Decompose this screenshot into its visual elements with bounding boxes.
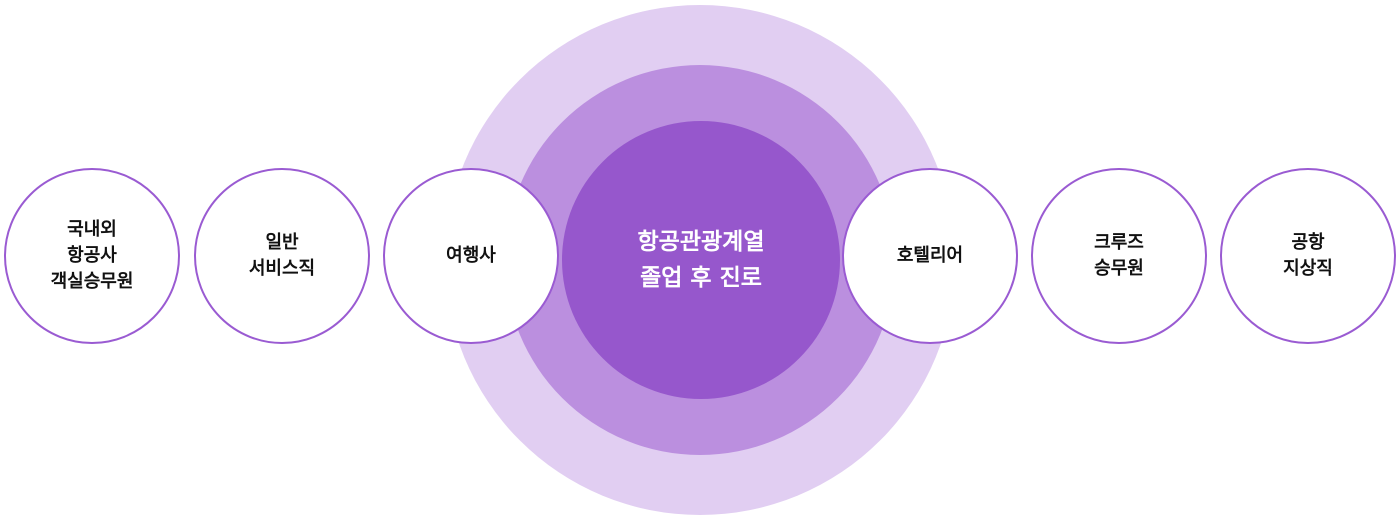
career-node-cabin-crew: 국내외 항공사 객실승무원: [4, 168, 180, 344]
career-label: 여행사: [446, 245, 496, 266]
center-circle: 항공관광계열 졸업 후 진로: [562, 121, 840, 399]
career-label: 크루즈 승무원: [1094, 232, 1144, 279]
career-label: 호텔리어: [896, 245, 964, 266]
center-title-line1: 항공관광계열: [637, 229, 765, 255]
career-node-hotelier: 호텔리어: [842, 168, 1018, 344]
career-label: 공항 지상직: [1283, 232, 1333, 279]
career-node-travel-agency: 여행사: [383, 168, 559, 344]
career-label: 일반 서비스직: [248, 232, 316, 279]
center-title-line2: 졸업 후 진로: [640, 265, 762, 291]
career-node-service: 일반 서비스직: [194, 168, 370, 344]
career-node-airport-ground: 공항 지상직: [1220, 168, 1396, 344]
career-label: 국내외 항공사 객실승무원: [50, 219, 134, 292]
career-node-cruise-crew: 크루즈 승무원: [1031, 168, 1207, 344]
